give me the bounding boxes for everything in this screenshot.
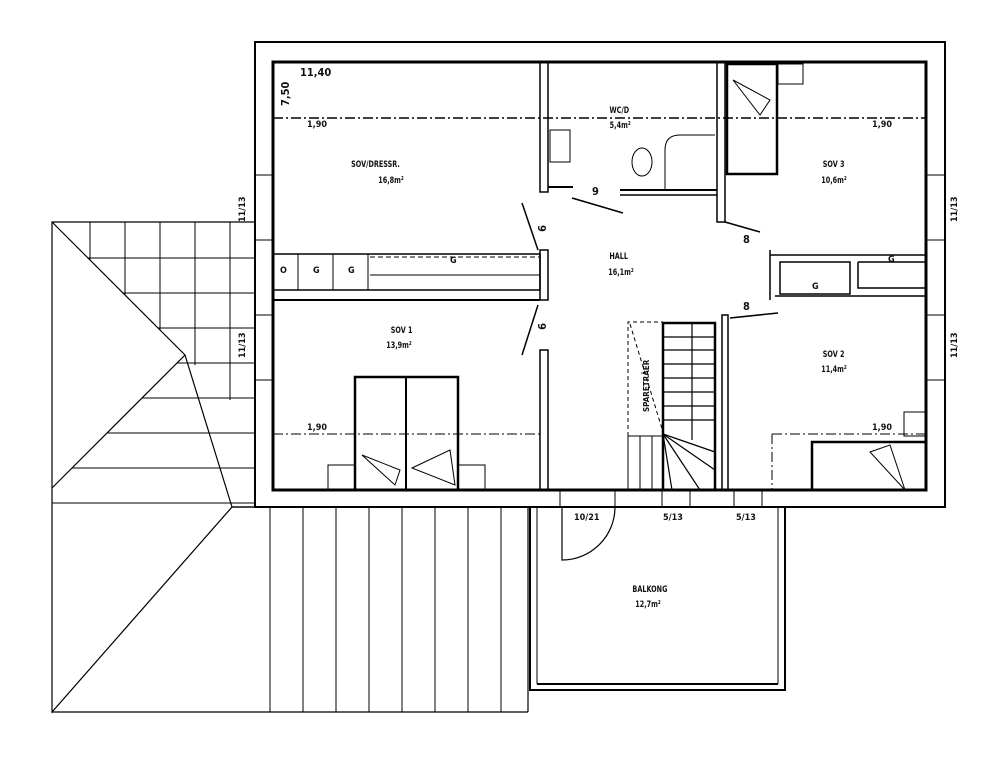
ceiling-height: 1,90: [307, 423, 327, 433]
storage-label: G: [313, 266, 320, 276]
storage-label: G: [348, 266, 355, 276]
room-name: BALKONG: [632, 585, 668, 595]
door-swing: [521, 304, 539, 356]
window-size: 11/13: [950, 196, 960, 223]
door-swing: [724, 221, 761, 233]
sink: [549, 129, 571, 163]
room-area: 5,4m²: [609, 121, 631, 131]
depth-dimension: 7,50: [279, 81, 292, 106]
door-swing: [729, 312, 779, 319]
window: [254, 174, 274, 241]
room-area: 13,9m²: [386, 341, 412, 351]
window-size: 10/21: [574, 513, 600, 523]
inner-wall: [271, 60, 928, 492]
door-width: 9: [534, 323, 548, 330]
ceiling-height: 1,90: [307, 120, 327, 130]
room-area: 12,7m²: [635, 600, 661, 610]
storage-label: G: [450, 256, 457, 266]
door-width: 9: [534, 225, 548, 232]
room-name: SOV/DRESSR.: [351, 160, 400, 170]
window: [254, 314, 274, 381]
window-size: 11/13: [950, 332, 960, 359]
door-width: 9: [592, 185, 599, 198]
door-swing: [561, 506, 616, 561]
door-swing: [521, 202, 539, 251]
storage-label: G: [812, 282, 819, 292]
toilet: [631, 147, 653, 177]
door-swing: [571, 197, 624, 214]
room-name: SOV 2: [822, 350, 845, 360]
window: [733, 489, 763, 508]
bed: [810, 440, 928, 492]
bed: [725, 62, 779, 176]
door-width: 8: [743, 233, 750, 246]
room-area: 11,4m²: [821, 365, 847, 375]
ceiling-height: 1,90: [872, 423, 892, 433]
shower: [664, 134, 715, 190]
closet: [272, 253, 541, 291]
outer-wall: [254, 41, 946, 508]
closet: [769, 250, 926, 300]
stair-note: SPARETRÄER: [642, 359, 651, 412]
window: [925, 314, 946, 381]
storage-label: O: [280, 266, 287, 276]
window-size: 5/13: [736, 513, 756, 523]
room-area: 10,6m²: [821, 176, 847, 186]
room-name: WC/D: [609, 106, 630, 116]
balcony: [529, 507, 786, 691]
roof: [51, 221, 529, 714]
room-name: HALL: [609, 252, 629, 262]
room-name: SOV 3: [822, 160, 845, 170]
landing: [627, 435, 664, 491]
ceiling-height: 1,90: [872, 120, 892, 130]
room-area: 16,8m²: [378, 176, 404, 186]
room-area: 16,1m²: [608, 268, 634, 278]
wall: [539, 61, 549, 193]
window: [661, 489, 691, 508]
door-width: 8: [743, 300, 750, 313]
room-name: SOV 1: [390, 326, 413, 336]
storage-label: G: [888, 255, 895, 265]
window: [925, 174, 946, 241]
balcony-door: [559, 489, 616, 508]
wall: [716, 61, 726, 223]
window-size: 11/13: [238, 332, 248, 359]
window-size: 5/13: [663, 513, 683, 523]
width-dimension: 11,40: [300, 66, 332, 79]
window-size: 11/13: [238, 196, 248, 223]
